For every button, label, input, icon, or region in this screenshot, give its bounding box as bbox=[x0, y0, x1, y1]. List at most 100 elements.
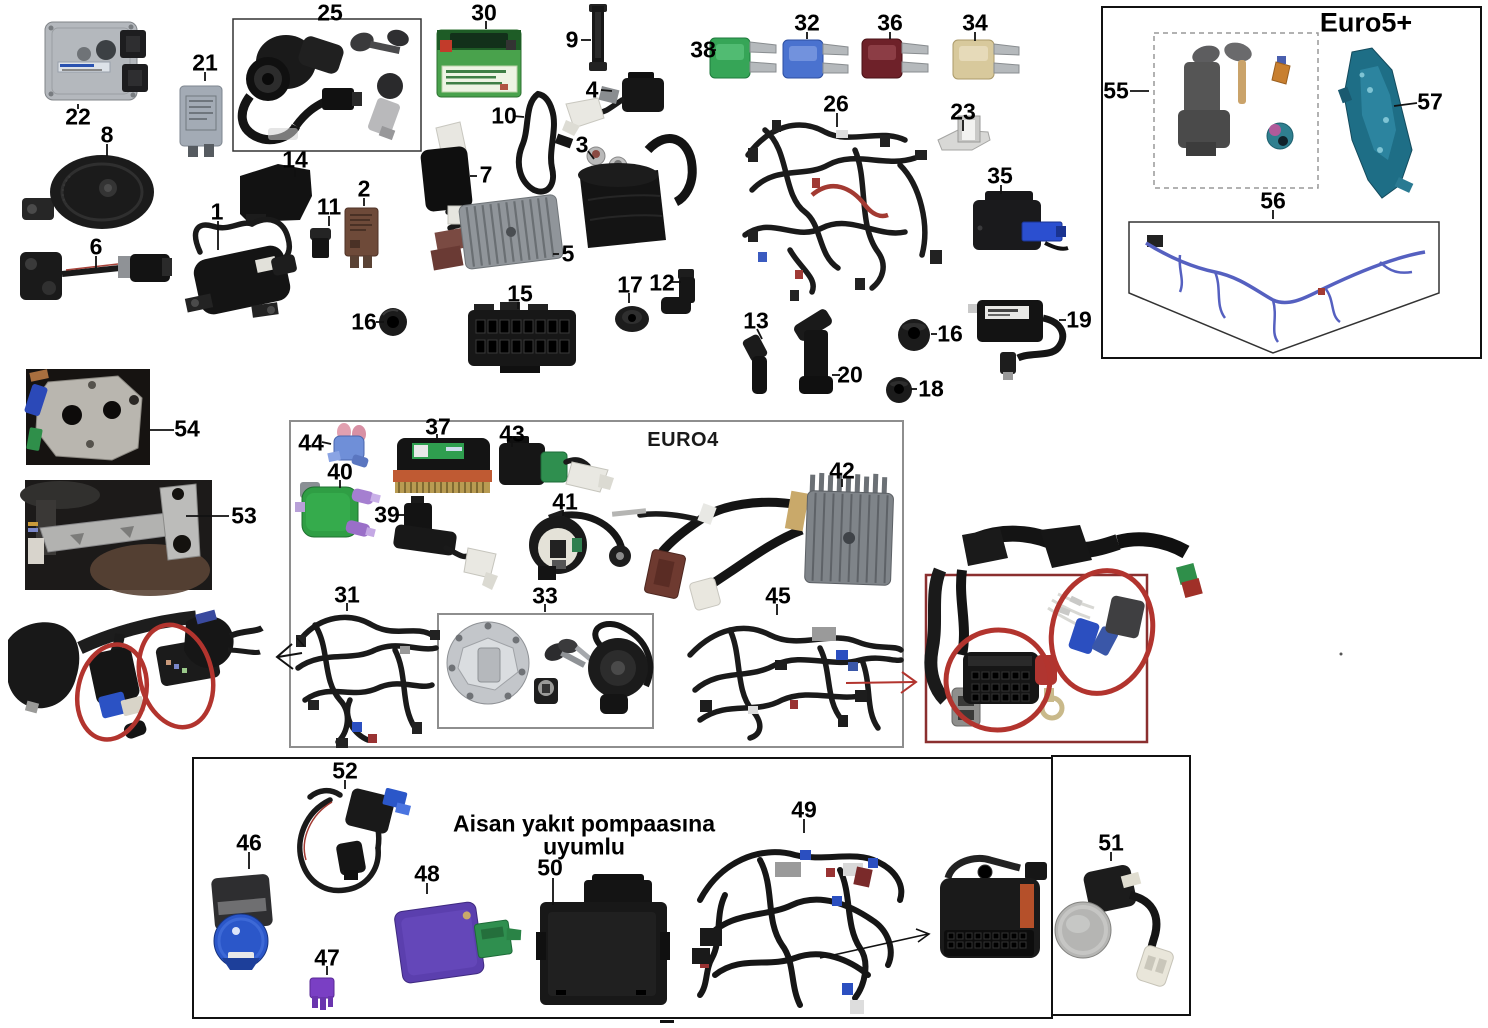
part-41-ignition-switch-image bbox=[529, 510, 631, 580]
callout-5: 5 bbox=[561, 240, 575, 267]
part-22-ecu-image bbox=[44, 21, 148, 101]
callout-21: 21 bbox=[192, 49, 218, 76]
part-36-mini-fuse-red bbox=[861, 38, 929, 79]
callout-51: 51 bbox=[1098, 829, 1124, 856]
callout-41: 41 bbox=[552, 488, 578, 515]
part-53-bracket-photo bbox=[20, 480, 212, 596]
aisan-note-line2: uyumlu bbox=[543, 833, 625, 860]
callout-19: 19 bbox=[1066, 306, 1092, 333]
stray-dot bbox=[1339, 652, 1343, 656]
part-55-euro5-lockset-image bbox=[1178, 42, 1294, 156]
aisan-note-line1: Aisan yakıt pompaasına bbox=[452, 810, 716, 837]
part-13-plug-cap-image bbox=[742, 334, 768, 394]
callout-22: 22 bbox=[65, 103, 91, 130]
red-circle-annotation bbox=[943, 627, 1053, 733]
callout-16: 16 bbox=[351, 308, 377, 335]
callout-14: 14 bbox=[282, 146, 308, 173]
box-euro5-lockset-dashed bbox=[1153, 32, 1319, 189]
callout-17: 17 bbox=[617, 271, 643, 298]
callout-12: 12 bbox=[649, 269, 675, 296]
stray-mark bbox=[660, 1020, 674, 1023]
callout-20: 20 bbox=[837, 361, 863, 388]
callout-9: 9 bbox=[565, 26, 579, 53]
part-30-battery-image bbox=[436, 29, 522, 98]
callout-55: 55 bbox=[1103, 77, 1129, 104]
callout-36: 36 bbox=[877, 9, 903, 36]
annotated-harness-photo-left bbox=[8, 609, 264, 742]
part-39-sensor-image bbox=[393, 496, 498, 590]
part-7-cdi-image bbox=[420, 121, 473, 212]
callout-4: 4 bbox=[585, 76, 599, 103]
red-circle-annotation bbox=[136, 622, 216, 730]
callout-6: 6 bbox=[89, 233, 103, 260]
part-33-lockset-image bbox=[446, 621, 654, 714]
part-15-fusebox-connector-image bbox=[468, 302, 576, 373]
part-37-ecu-image bbox=[393, 438, 492, 493]
part-52-pigtail-image bbox=[297, 787, 412, 894]
part-8-horn-image bbox=[22, 155, 154, 229]
callout-33: 33 bbox=[532, 582, 558, 609]
callout-44: 44 bbox=[298, 429, 324, 456]
callout-16b: 16 bbox=[937, 320, 963, 347]
callout-42: 42 bbox=[829, 457, 855, 484]
callout-34: 34 bbox=[962, 9, 988, 36]
callout-49: 49 bbox=[791, 796, 817, 823]
callout-8: 8 bbox=[100, 121, 114, 148]
callout-13: 13 bbox=[743, 307, 769, 334]
callout-1: 1 bbox=[210, 198, 224, 225]
part-11-rubber-cap-image bbox=[310, 228, 331, 258]
callout-7: 7 bbox=[479, 161, 493, 188]
part-14-cdi-image bbox=[240, 164, 312, 222]
callout-23: 23 bbox=[950, 98, 976, 125]
arrow-to-left-photo bbox=[275, 637, 305, 670]
callout-32: 32 bbox=[794, 9, 820, 36]
part-47-connector-image bbox=[309, 977, 335, 1010]
part-40-coil-image bbox=[295, 482, 381, 538]
part-25-ignition-lock-set-image bbox=[237, 29, 409, 145]
part-2-relay-image bbox=[344, 207, 379, 268]
part-10-rubber-band-image bbox=[515, 90, 574, 195]
part-54-plate-photo bbox=[24, 369, 150, 465]
euro5-title: Euro5+ bbox=[1319, 7, 1413, 38]
callout-37: 37 bbox=[425, 413, 451, 440]
part-38-mini-fuse-green bbox=[709, 37, 777, 79]
part-49-harness-image bbox=[692, 849, 905, 1014]
part-32-mini-fuse-blue bbox=[782, 39, 849, 79]
part-21-relay-image bbox=[179, 85, 223, 157]
part-17-grommet-image bbox=[615, 306, 649, 332]
callout-31: 31 bbox=[334, 581, 360, 608]
callout-40: 40 bbox=[327, 458, 353, 485]
part-16-grommet-image bbox=[379, 308, 407, 336]
part-50-ecu-image bbox=[536, 874, 670, 1005]
arrow-harness-to-connector bbox=[819, 928, 931, 959]
callout-39: 39 bbox=[374, 501, 400, 528]
part-16b-grommet-image bbox=[898, 319, 930, 351]
part-56-harness-drawing-image bbox=[1145, 235, 1426, 343]
part-35-relay-image bbox=[973, 191, 1069, 251]
part-12-elbow-boot-image bbox=[661, 269, 695, 314]
callout-56: 56 bbox=[1260, 187, 1286, 214]
part-26-wiring-harness-image bbox=[742, 120, 942, 301]
box-euro5 bbox=[1101, 6, 1482, 359]
part-19-coil-unit-image bbox=[968, 300, 1067, 380]
part-34-mini-fuse-tan bbox=[952, 39, 1020, 80]
part-23-bracket-image bbox=[937, 115, 991, 151]
ecu-connector-image bbox=[940, 854, 1047, 958]
callout-18: 18 bbox=[918, 375, 944, 402]
callout-38: 38 bbox=[690, 36, 716, 63]
part-5-rectifier-image bbox=[430, 194, 564, 271]
part-6-sensor-image bbox=[20, 252, 172, 300]
callout-2: 2 bbox=[357, 175, 371, 202]
part-3-starter-relay-image bbox=[578, 134, 697, 248]
part-20-plug-boot-image bbox=[794, 309, 833, 394]
callout-54: 54 bbox=[174, 415, 200, 442]
part-42-rectifier-image bbox=[611, 472, 894, 611]
callout-43: 43 bbox=[499, 420, 525, 447]
callout-46: 46 bbox=[236, 829, 262, 856]
callout-35: 35 bbox=[987, 162, 1013, 189]
callout-47: 47 bbox=[314, 944, 340, 971]
callout-30: 30 bbox=[471, 0, 497, 26]
callout-53: 53 bbox=[231, 502, 257, 529]
